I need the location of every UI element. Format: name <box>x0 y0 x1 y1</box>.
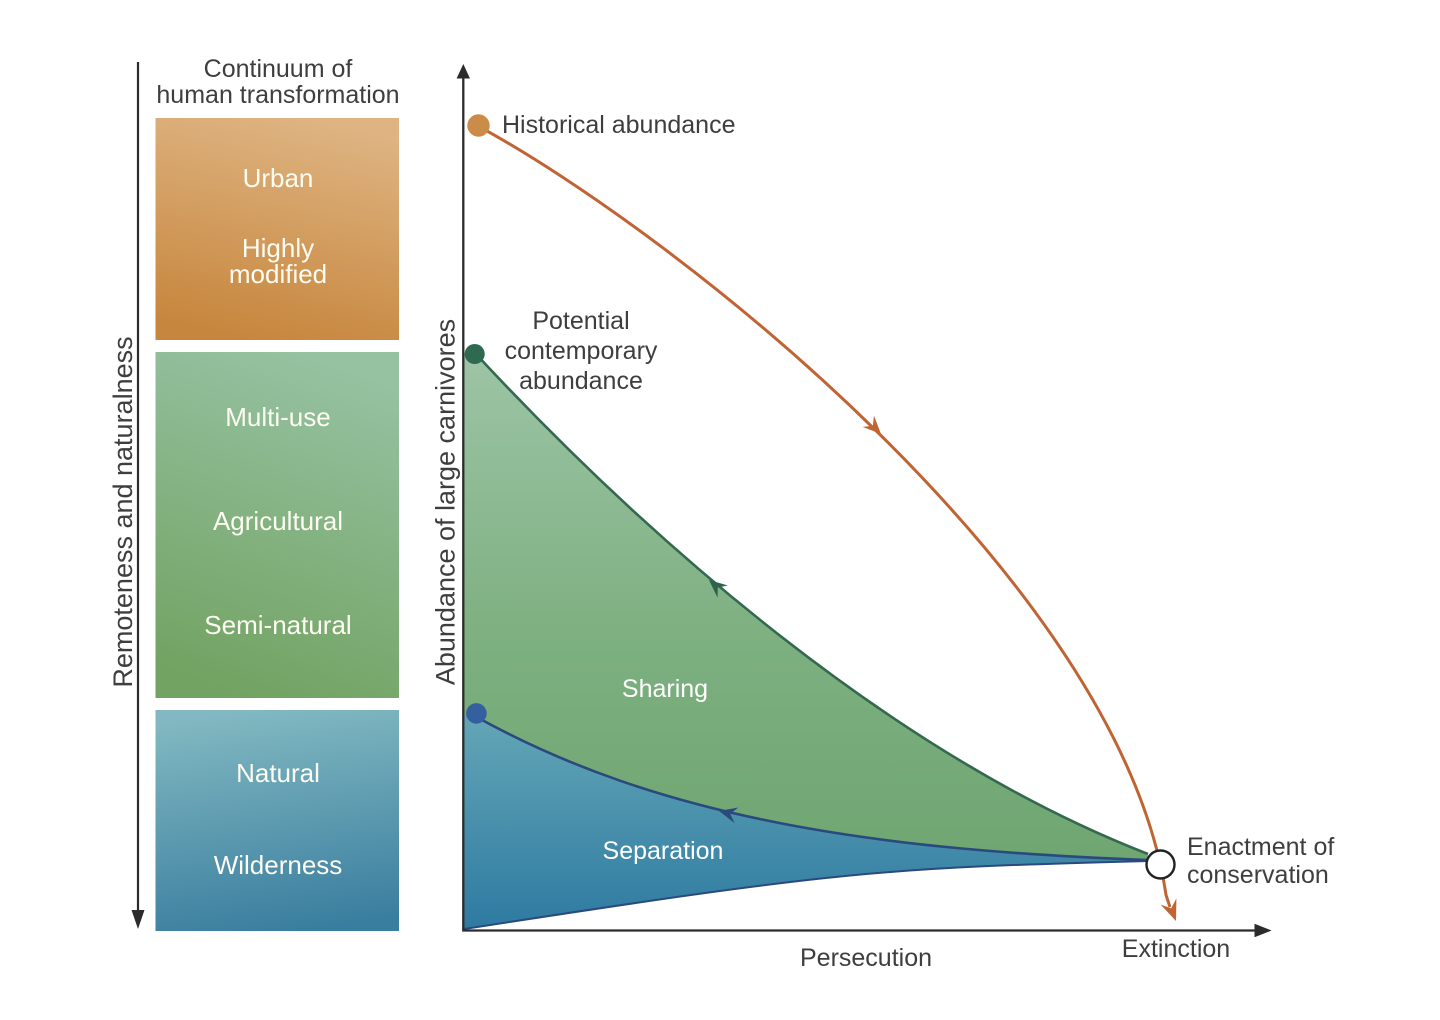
svg-text:Sharing: Sharing <box>622 675 708 703</box>
svg-text:conservation: conservation <box>1187 861 1329 889</box>
svg-text:Enactment of: Enactment of <box>1187 833 1334 861</box>
svg-text:Highly: Highly <box>242 233 314 263</box>
svg-text:Remoteness and naturalness: Remoteness and naturalness <box>108 336 138 687</box>
svg-text:modified: modified <box>229 259 327 289</box>
svg-text:human transformation: human transformation <box>156 81 399 109</box>
svg-text:Agricultural: Agricultural <box>213 506 343 536</box>
svg-text:Potential: Potential <box>532 307 629 335</box>
svg-text:Extinction: Extinction <box>1122 935 1230 963</box>
svg-text:Semi-natural: Semi-natural <box>204 610 351 640</box>
svg-text:Urban: Urban <box>243 163 314 193</box>
svg-text:Wilderness: Wilderness <box>214 850 343 880</box>
svg-text:Multi-use: Multi-use <box>225 402 330 432</box>
svg-text:Natural: Natural <box>236 758 320 788</box>
svg-text:Abundance of large carnivores: Abundance of large carnivores <box>431 319 461 685</box>
svg-text:abundance: abundance <box>519 367 643 395</box>
svg-text:Historical abundance: Historical abundance <box>502 111 735 139</box>
svg-text:Separation: Separation <box>603 837 724 865</box>
svg-text:Continuum of: Continuum of <box>204 55 353 83</box>
svg-text:Persecution: Persecution <box>800 944 932 972</box>
svg-text:contemporary: contemporary <box>505 337 658 365</box>
